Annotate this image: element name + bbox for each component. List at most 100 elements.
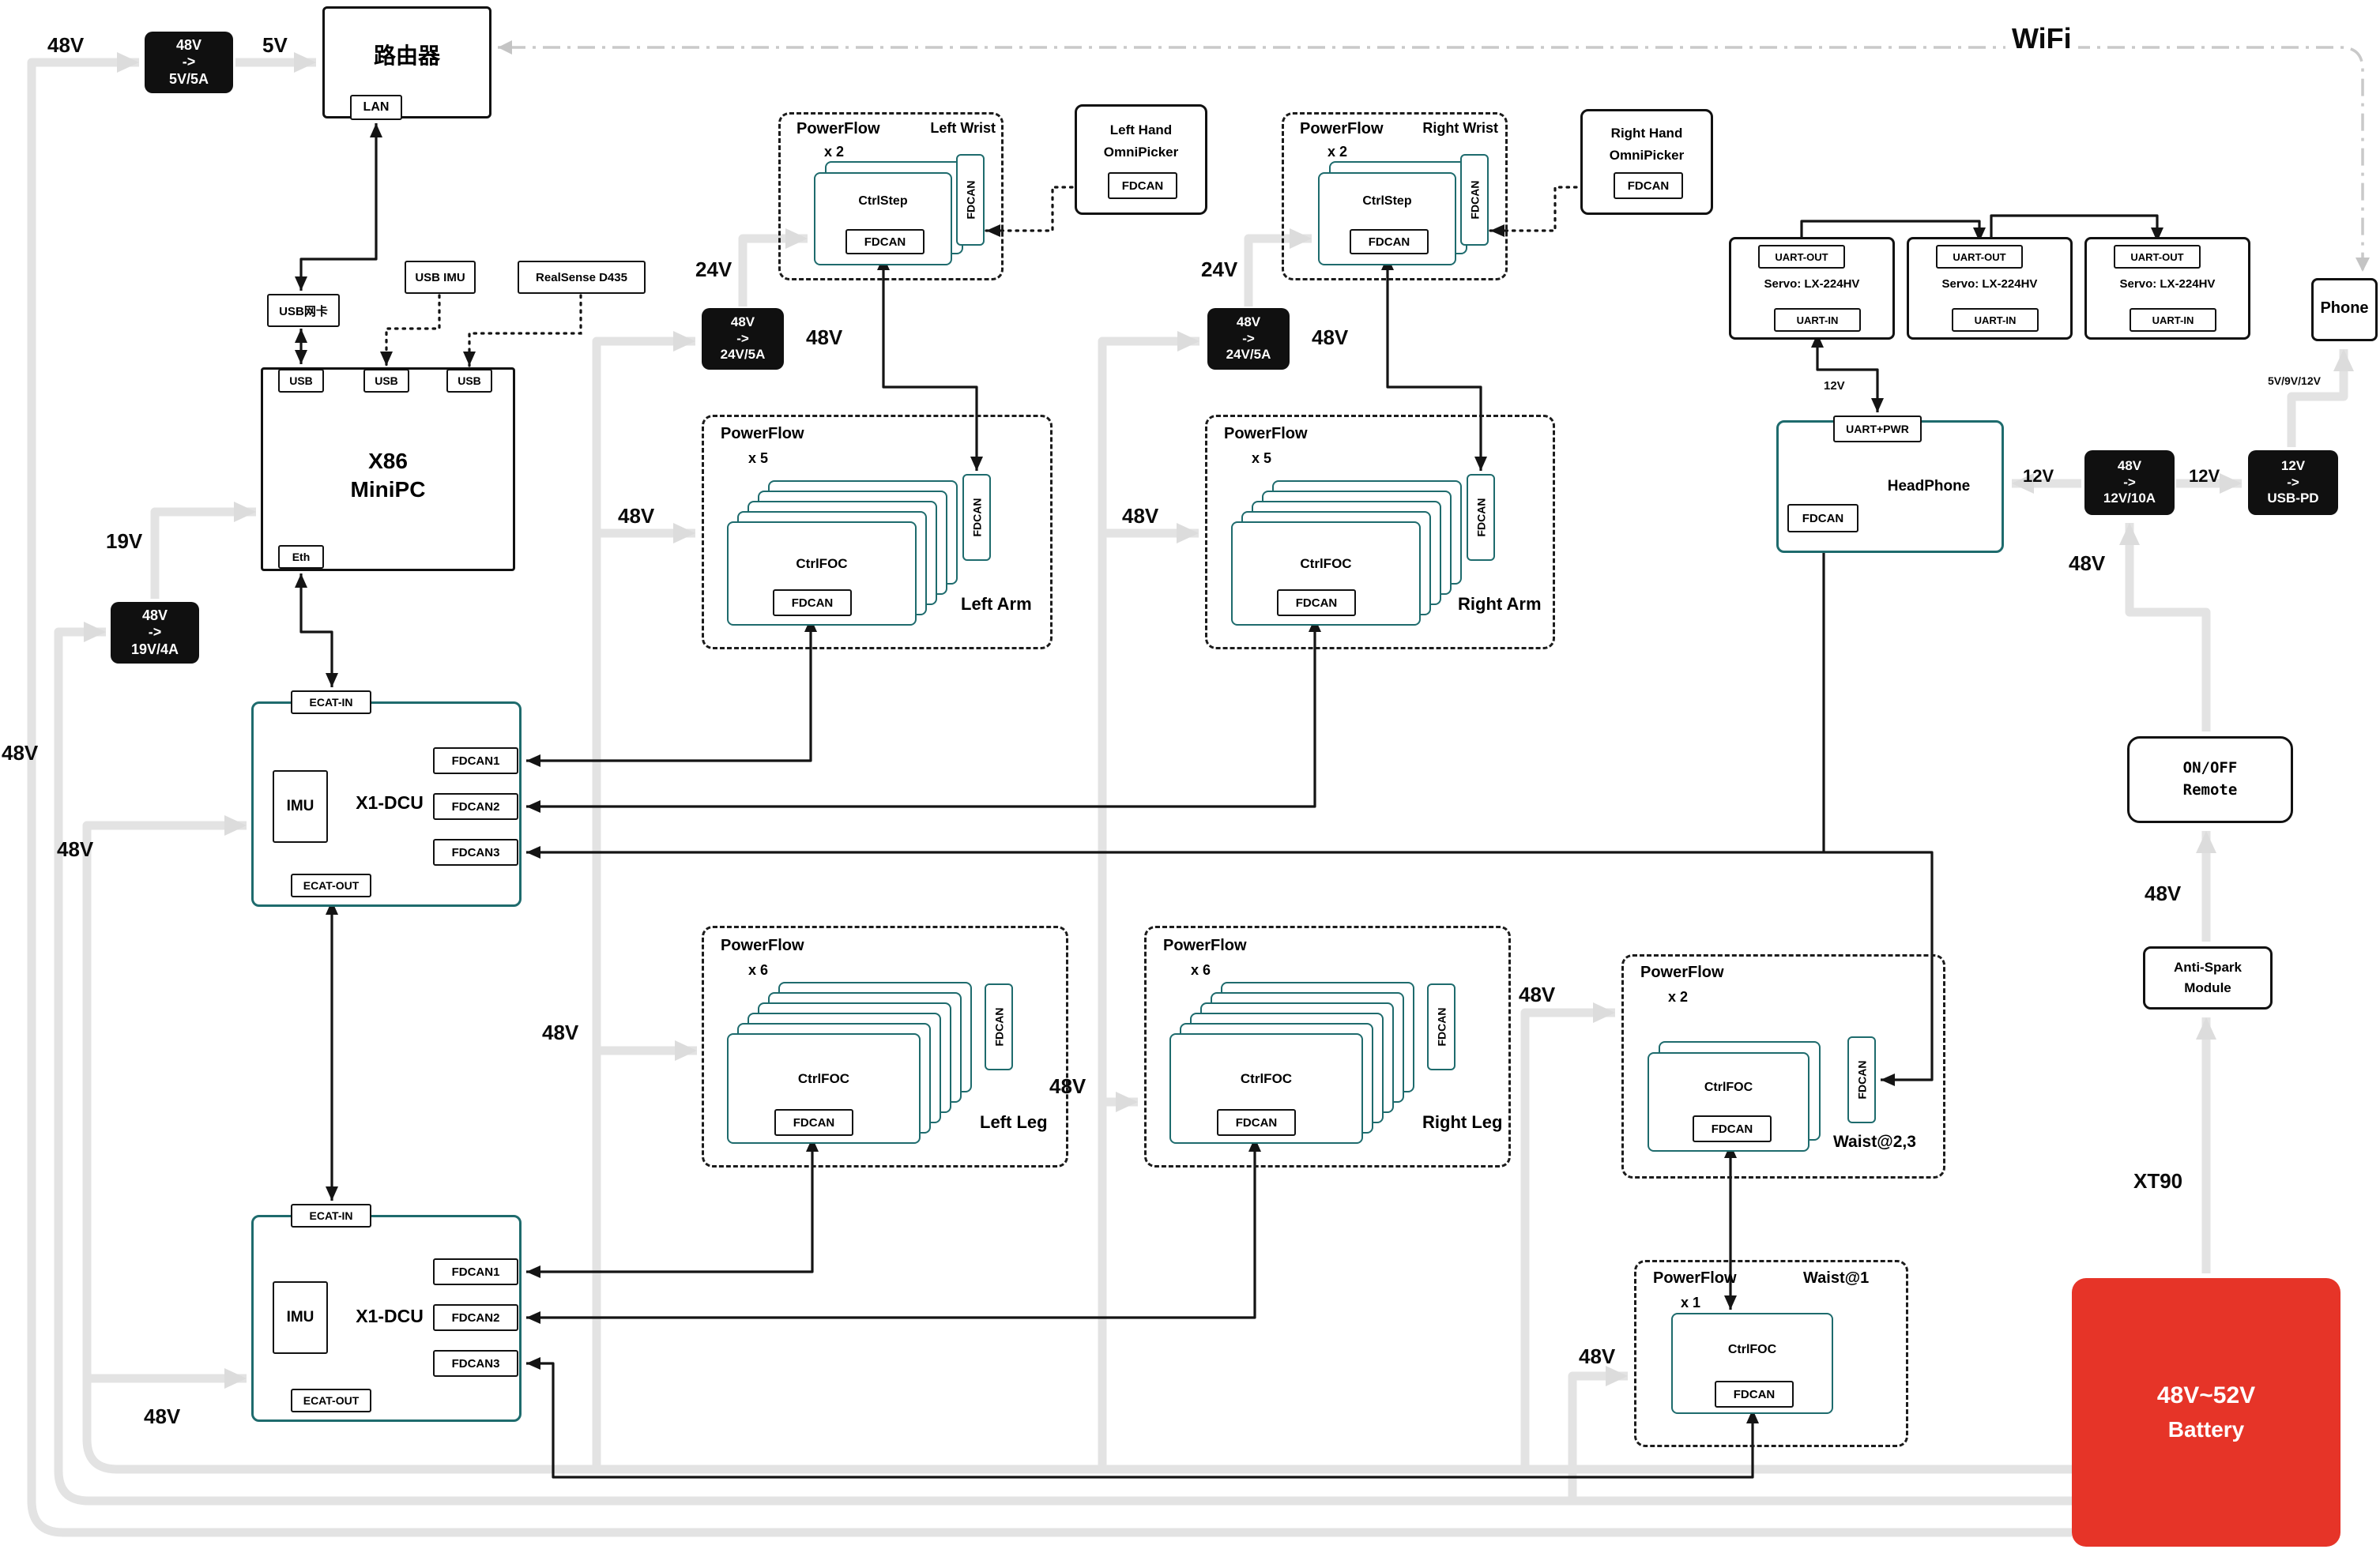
data-wire (1811, 333, 1884, 412)
remote-label-1: ON/OFF (2182, 759, 2238, 776)
voltage-label-48v: 48V (806, 325, 843, 349)
powerflow-name: Left Wrist (930, 120, 996, 136)
voltage-label-48v: 48V (1519, 983, 1556, 1006)
powerflow-name: Waist@2,3 (1833, 1133, 1916, 1151)
voltage-label-48v: 48V (2069, 551, 2106, 575)
minipc-box: X86 MiniPC (261, 367, 515, 571)
ctrl-label: CtrlStep (858, 194, 908, 208)
fdcan1-port: FDCAN1 (433, 1258, 518, 1285)
powerflow-name: Left Leg (980, 1112, 1048, 1132)
converter-out: 12V/10A (2103, 491, 2156, 506)
converter-48v-to-24v-left: 48V -> 24V/5A (702, 308, 784, 370)
converter-arrow: -> (1242, 330, 1255, 346)
servo-name: Servo: LX-224HV (1764, 277, 1860, 291)
fdcan-port: FDCAN (1350, 229, 1429, 254)
minipc-title-2: MiniPC (350, 477, 426, 502)
converter-48v-to-12v: 48V -> 12V/10A (2084, 450, 2175, 515)
voltage-label-48v: 48V (618, 504, 655, 528)
imu-box: IMU (273, 1281, 328, 1354)
hand-title-1: Right Hand (1610, 126, 1683, 141)
fdcan-tab-label: FDCAN (1474, 498, 1487, 537)
dotted-wire (463, 294, 582, 367)
power-wire (82, 815, 2072, 1474)
power-wire (27, 52, 2072, 1537)
antispark-label-2: Module (2184, 980, 2231, 995)
powerflow-count: x 6 (1191, 962, 1211, 978)
powerflow-name: Right Leg (1422, 1112, 1503, 1132)
realsense-box: RealSense D435 (518, 261, 646, 294)
lan-port: LAN (350, 95, 402, 120)
fdcan-tab-label: FDCAN (1855, 1060, 1868, 1100)
module-front-box: CtrlStep FDCAN (1318, 172, 1456, 265)
imu-box: IMU (273, 770, 328, 843)
fdcan-tab: FDCAN (1467, 474, 1495, 561)
antispark-label-1: Anti-Spark (2174, 960, 2242, 975)
battery-box: 48V~52V Battery (2072, 1278, 2340, 1547)
fdcan-tab-label: FDCAN (970, 498, 983, 537)
converter-arrow: -> (2123, 474, 2136, 490)
uart-pwr-port: UART+PWR (1833, 416, 1922, 442)
fdcan-tab-label: FDCAN (964, 180, 977, 220)
hand-title-1: Left Hand (1109, 122, 1173, 137)
ecat-in-port: ECAT-IN (291, 690, 371, 714)
module-front-box: CtrlFOC FDCAN (1169, 1033, 1363, 1144)
voltage-label-48v: 48V (144, 1404, 181, 1428)
voltage-label-48v: 48V (2145, 882, 2182, 905)
usb-port-1: USB (278, 369, 324, 393)
voltage-label-12v: 12V (2023, 466, 2054, 486)
converter-48v-to-19v: 48V -> 19V/4A (111, 602, 199, 664)
voltage-label-48v: 48V (1049, 1074, 1086, 1098)
voltage-label-48v: 48V (57, 837, 94, 861)
data-wire (1381, 256, 1487, 471)
converter-in: 12V (2280, 458, 2306, 474)
fdcan2-port: FDCAN2 (433, 793, 518, 820)
wifi-label: WiFi (2005, 22, 2078, 55)
power-wire (150, 502, 256, 599)
uart-out-port: UART-OUT (2114, 245, 2201, 269)
powerflow-count: x 5 (1252, 450, 1272, 466)
voltage-label-12v: 12V (2189, 466, 2220, 486)
uart-out-port: UART-OUT (1936, 245, 2023, 269)
converter-12v-to-usbpd: 12V -> USB-PD (2248, 450, 2338, 515)
ctrl-label: CtrlFOC (1704, 1081, 1753, 1094)
fdcan-port: FDCAN (1217, 1109, 1296, 1136)
fdcan-tab: FDCAN (956, 154, 985, 246)
powerflow-title: PowerFlow (1163, 937, 1247, 954)
hand-title-2: OmniPicker (1103, 145, 1179, 160)
phone-box: Phone (2311, 278, 2378, 341)
converter-48v-to-5v: 48V -> 5V/5A (145, 32, 233, 93)
uart-in-port: UART-IN (1952, 308, 2039, 332)
usb-port-3: USB (446, 369, 492, 393)
voltage-label-48v: 48V (2, 741, 39, 765)
ecat-out-port: ECAT-OUT (291, 1389, 371, 1412)
converter-out: USB-PD (2267, 491, 2319, 506)
module-front-box: CtrlFOC FDCAN (1648, 1052, 1809, 1152)
fdcan-tab: FDCAN (962, 474, 991, 561)
converter-in: 48V (141, 607, 168, 623)
fdcan-tab: FDCAN (1460, 154, 1489, 246)
voltage-label-5v: 5V (262, 33, 288, 57)
data-wire (1800, 220, 1986, 242)
ctrl-label: CtrlFOC (1300, 556, 1352, 571)
fdcan-port: FDCAN (774, 1109, 853, 1136)
converter-arrow: -> (736, 330, 749, 346)
fdcan1-port: FDCAN1 (433, 747, 518, 774)
battery-label-2: Battery (2167, 1417, 2245, 1442)
powerflow-waist1-group (1634, 1260, 1908, 1447)
powerflow-title: PowerFlow (721, 425, 804, 442)
powerflow-right-arm-group (1205, 415, 1555, 649)
ecat-in-port: ECAT-IN (291, 1204, 371, 1228)
converter-in: 48V (175, 36, 202, 53)
fdcan3-port: FDCAN3 (433, 839, 518, 866)
ctrl-label: CtrlFOC (797, 1071, 850, 1086)
data-wire (526, 1137, 1261, 1324)
power-wire (1568, 1366, 1628, 1501)
module-front-box: CtrlFOC FDCAN (727, 521, 917, 626)
module-front-box: CtrlStep FDCAN (814, 172, 952, 265)
converter-out: 5V/5A (168, 70, 209, 87)
powerflow-title: PowerFlow (1653, 1269, 1737, 1287)
powerflow-count: x 6 (748, 962, 769, 978)
ctrl-label: CtrlStep (1362, 194, 1412, 208)
